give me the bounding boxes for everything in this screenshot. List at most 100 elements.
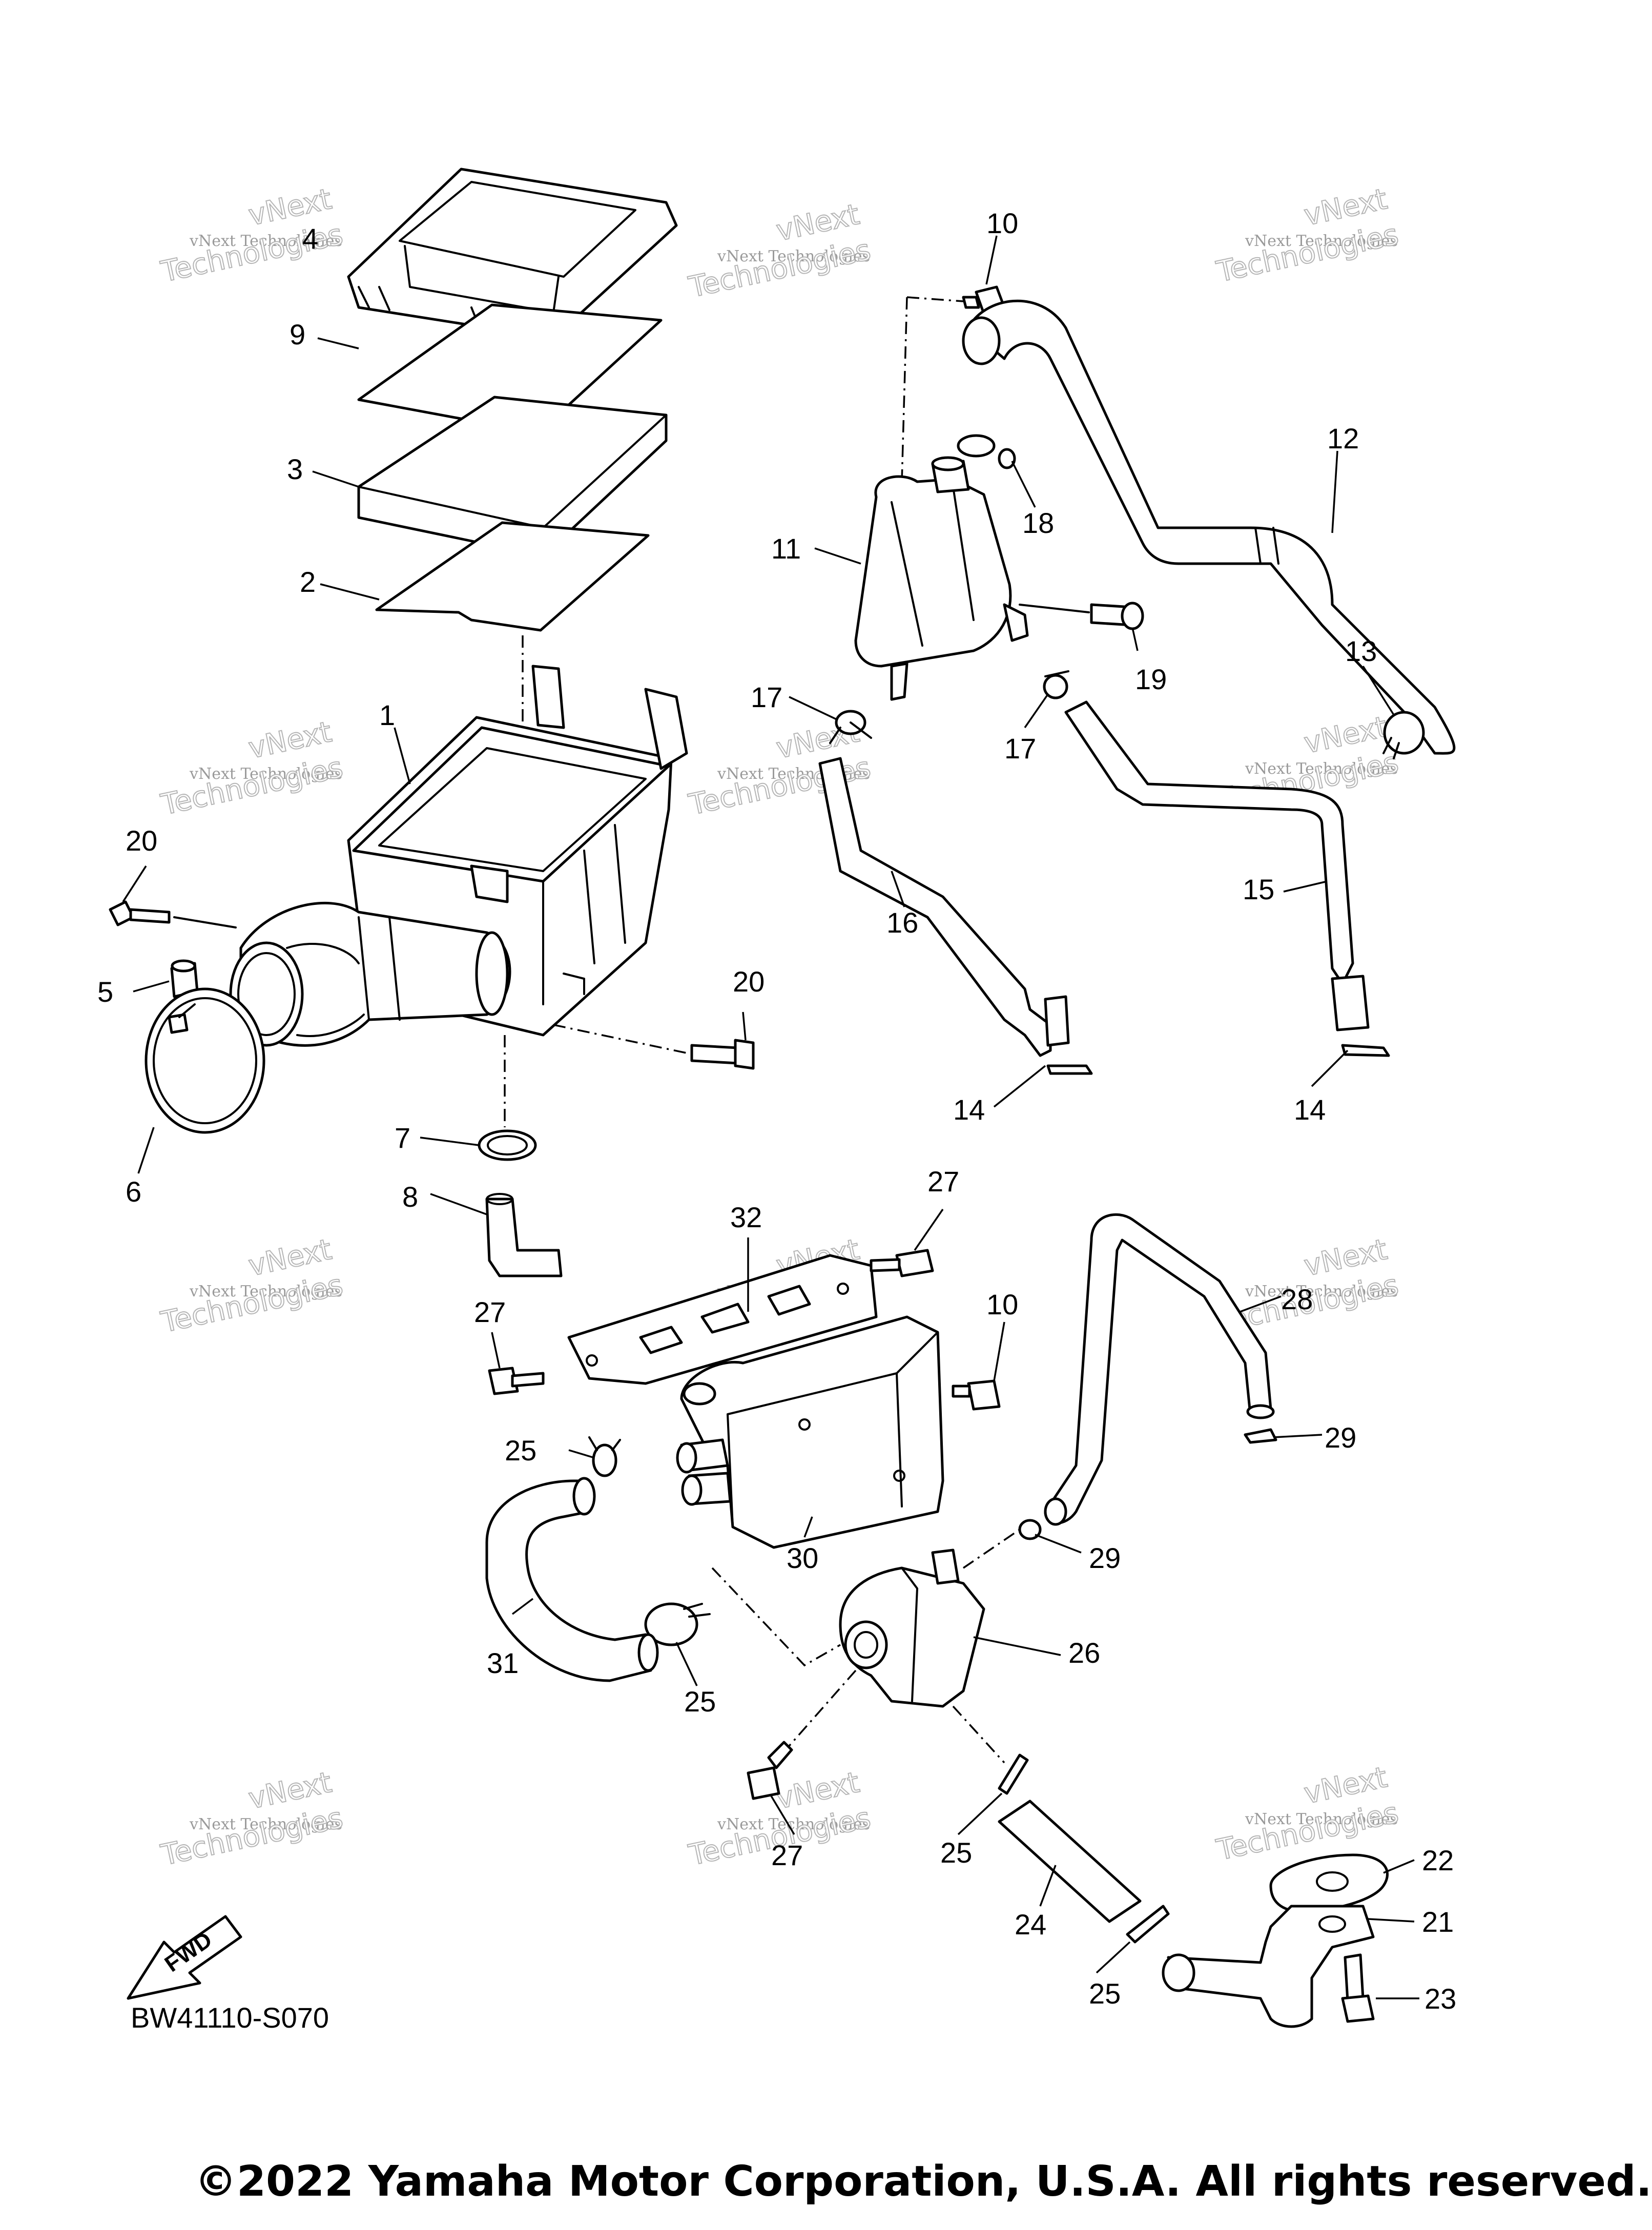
- part-31-hose: [485, 1477, 659, 1682]
- callout-10-lower: 10: [986, 1288, 1018, 1320]
- callout-19: 19: [1135, 663, 1167, 695]
- svg-text:vNext Technologies: vNext Technologies: [1245, 1810, 1398, 1828]
- callout-3: 3: [287, 453, 303, 485]
- copyright-notice: ©2022 Yamaha Motor Corporation, U.S.A. A…: [195, 2157, 1652, 2206]
- callout-16: 16: [886, 906, 918, 939]
- callout-21: 21: [1422, 1906, 1454, 1938]
- assembly-line-hose: [963, 1529, 1020, 1569]
- part-20-bolt-left: [109, 900, 237, 928]
- callout-25-mid: 25: [684, 1685, 716, 1718]
- part-14-clip-right: [1341, 1044, 1390, 1057]
- callout-22: 22: [1422, 1844, 1454, 1876]
- callout-28: 28: [1281, 1283, 1313, 1315]
- part-15-hose: [1064, 700, 1370, 1031]
- callout-14-right: 14: [1294, 1093, 1326, 1126]
- part-29-clip-right: [1244, 1428, 1277, 1444]
- part-23-bolt: [1341, 1953, 1375, 2023]
- callout-32: 32: [730, 1201, 762, 1233]
- part-17-clip-right: [1043, 670, 1069, 699]
- part-13-clamp: [1382, 711, 1425, 759]
- parts-diagram: vNext Technologies Technologies vNext vN…: [97, 168, 1456, 2028]
- part-27-bolt-left: [488, 1367, 545, 1395]
- watermark-10: vNext Technologies Technologies vNext: [157, 1765, 346, 1873]
- svg-text:vNext Technologies: vNext Technologies: [1245, 232, 1398, 250]
- svg-text:vNext Technologies: vNext Technologies: [189, 232, 342, 250]
- callout-20-right: 20: [733, 965, 765, 998]
- watermark-7: vNext Technologies Technologies vNext: [157, 1232, 346, 1340]
- svg-text:vNext Technologies: vNext Technologies: [1245, 1283, 1398, 1300]
- svg-text:vNext Technologies: vNext Technologies: [189, 765, 342, 783]
- callout-17-right: 17: [1004, 732, 1036, 765]
- forward-direction-arrow: FWD: [127, 1915, 242, 2000]
- assembly-line-valve: [711, 1567, 841, 1667]
- part-28-hose: [1044, 1213, 1275, 1526]
- callout-29-left: 29: [1089, 1542, 1121, 1574]
- svg-text:vNext Technologies: vNext Technologies: [1245, 760, 1398, 778]
- callout-30: 30: [787, 1542, 818, 1574]
- callout-23: 23: [1424, 1983, 1456, 2015]
- callout-20-left: 20: [126, 824, 157, 857]
- part-16-hose: [818, 757, 1070, 1057]
- svg-text:vNext Technologies: vNext Technologies: [717, 247, 870, 265]
- callout-29-right: 29: [1325, 1421, 1356, 1454]
- part-4-case-cover: [347, 168, 678, 340]
- part-30-canister: [676, 1315, 944, 1549]
- leader-lines: [122, 235, 1419, 1999]
- callout-4: 4: [302, 222, 318, 255]
- part-5-collar: [170, 959, 199, 998]
- part-27-bolt-upper: [870, 1249, 934, 1277]
- callout-17-left: 17: [751, 681, 782, 713]
- part-14-clip-left: [1046, 1064, 1093, 1075]
- part-21-joint-pipe: [1162, 1905, 1375, 2028]
- watermark-3: vNext Technologies Technologies vNext: [1213, 182, 1401, 290]
- part-22-gasket: [1269, 1853, 1389, 1913]
- assembly-line-pipe: [952, 1705, 1005, 1764]
- svg-text:vNext Technologies: vNext Technologies: [717, 1815, 870, 1833]
- callout-10-upper: 10: [986, 207, 1018, 239]
- callout-27-lower: 27: [771, 1839, 803, 1871]
- callout-14-left: 14: [953, 1093, 985, 1126]
- callout-2: 2: [300, 566, 316, 598]
- part-32-bracket: [567, 1254, 878, 1385]
- part-11-reservoir-tank: [854, 456, 1029, 701]
- part-25-clamp-top: [588, 1436, 621, 1477]
- callout-12: 12: [1327, 422, 1359, 455]
- callout-25-bottom: 25: [1089, 1977, 1121, 2010]
- assembly-line-bolt: [778, 1669, 857, 1759]
- part-18-clip: [957, 434, 1016, 469]
- callout-8: 8: [402, 1181, 418, 1213]
- part-2-filter-guide: [375, 521, 650, 632]
- callout-5: 5: [97, 976, 113, 1008]
- part-26-valve: [839, 1548, 985, 1708]
- part-20-bolt-right: [553, 1024, 755, 1070]
- callout-13: 13: [1345, 635, 1377, 667]
- watermark-12: vNext Technologies Technologies vNext: [1213, 1760, 1401, 1868]
- svg-text:vNext Technologies: vNext Technologies: [189, 1815, 342, 1833]
- callout-18: 18: [1022, 507, 1054, 539]
- svg-text:vNext Technologies: vNext Technologies: [189, 1283, 342, 1300]
- diagram-code: BW41110-S070: [131, 2001, 329, 2034]
- callout-1: 1: [379, 699, 395, 731]
- part-10-bolt-lower: [952, 1379, 1001, 1411]
- part-19-bolt: [1019, 602, 1144, 630]
- part-27-bolt-lower: [747, 1741, 793, 1800]
- callout-25-lower: 25: [940, 1836, 972, 1869]
- callout-6: 6: [126, 1175, 141, 1208]
- callout-27-upper: 27: [927, 1165, 959, 1197]
- callout-labels: 4 9 3 2 1 20 5 6 20 7 8 10 11 12 13 17 1…: [97, 207, 1456, 2015]
- watermark-4: vNext Technologies Technologies vNext: [157, 715, 346, 822]
- callout-24: 24: [1015, 1908, 1046, 1940]
- callout-26: 26: [1068, 1637, 1100, 1669]
- part-6-hose-clamp: [144, 987, 265, 1134]
- callout-7: 7: [395, 1122, 410, 1154]
- part-25-clamp-mid: [644, 1602, 711, 1646]
- callout-27-left: 27: [474, 1296, 506, 1328]
- part-25-clip-lower: [998, 1753, 1029, 1795]
- part-12-hose: [962, 299, 1456, 755]
- part-7-clip: [478, 1035, 537, 1161]
- watermark-1: vNext Technologies Technologies vNext: [157, 182, 346, 290]
- callout-31: 31: [487, 1647, 519, 1679]
- callout-15: 15: [1243, 873, 1274, 905]
- part-25-clip-bottom: [1126, 1905, 1170, 1944]
- part-17-clip-left: [829, 710, 872, 744]
